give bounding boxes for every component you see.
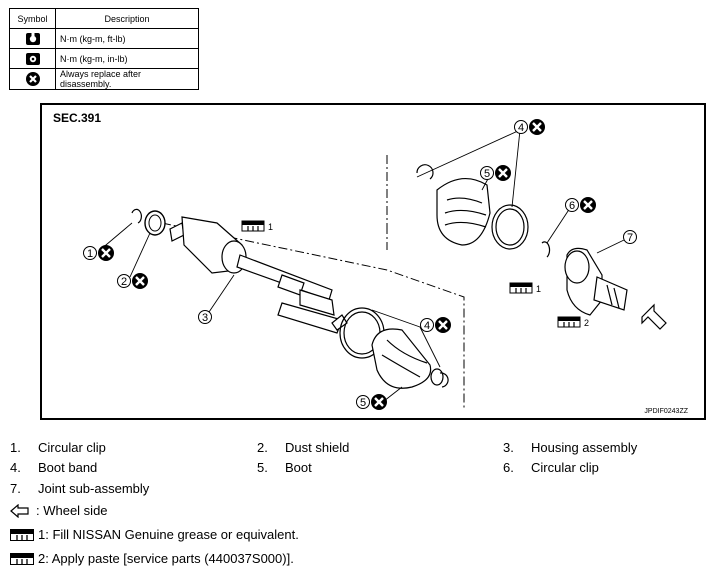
callout-5-upper: 5 bbox=[480, 163, 513, 183]
callout-4-upper: 4 bbox=[514, 117, 547, 137]
svg-text:4: 4 bbox=[424, 320, 430, 332]
legend-note-paste: 2: Apply paste [service parts (440037S00… bbox=[10, 551, 294, 566]
svg-text:1: 1 bbox=[87, 248, 93, 260]
svg-text:3: 3 bbox=[202, 312, 208, 324]
legend-wheel-side: : Wheel side bbox=[10, 503, 108, 518]
part-circular-clip-6 bbox=[541, 241, 551, 258]
paste-apply-icon bbox=[10, 552, 34, 565]
callout-2: 2 bbox=[117, 271, 150, 291]
svg-text:5: 5 bbox=[484, 168, 490, 180]
legend-circular-clip: Circular clip bbox=[38, 440, 106, 455]
part-boot-upper bbox=[416, 164, 529, 250]
symbol-desc-2: N·m (kg-m, in-lb) bbox=[55, 48, 199, 69]
symbol-desc-1: N·m (kg-m, ft-lb) bbox=[55, 28, 199, 49]
leader-lines bbox=[99, 129, 625, 402]
callout-6: 6 bbox=[565, 195, 598, 215]
legend-boot: Boot bbox=[285, 460, 312, 475]
callout-3: 3 bbox=[198, 310, 212, 324]
grease-fill-icon bbox=[10, 528, 34, 541]
legend-boot-band: Boot band bbox=[38, 460, 98, 475]
svg-text:6: 6 bbox=[569, 200, 575, 212]
callouts: 1 2 3 4 4 bbox=[83, 117, 637, 412]
symbol-table: Symbol Description N·m (kg-m, ft-lb) N·m… bbox=[9, 8, 199, 90]
legend-dust-shield: Dust shield bbox=[285, 440, 350, 455]
grease-marker-1: 1 bbox=[241, 220, 273, 232]
legend-joint-sub-assembly: Joint sub-assembly bbox=[38, 481, 150, 496]
part-boot-lower bbox=[339, 307, 449, 389]
svg-text:2: 2 bbox=[584, 318, 589, 328]
symbol-desc-3: Always replace after disassembly. bbox=[55, 68, 199, 90]
replace-x-icon bbox=[25, 72, 40, 86]
grease-marker-2: 2 bbox=[557, 316, 589, 328]
grease-markers: 1 1 2 bbox=[241, 220, 589, 328]
diagram-frame: SEC.391 JPDIF0243ZZ bbox=[40, 103, 706, 420]
legend-note-grease: 1: Fill NISSAN Genuine grease or equival… bbox=[10, 527, 299, 542]
torque-wrench-icon bbox=[25, 32, 40, 45]
description-header: Description bbox=[55, 8, 199, 29]
part-housing-assembly bbox=[169, 216, 348, 334]
symbol-header: Symbol bbox=[9, 8, 56, 29]
svg-text:1: 1 bbox=[536, 284, 541, 294]
svg-text:5: 5 bbox=[360, 397, 366, 409]
grease-marker-1b: 1 bbox=[509, 282, 541, 294]
wheel-side-arrow-icon bbox=[641, 303, 667, 330]
figure-code: JPDIF0243ZZ bbox=[644, 408, 688, 415]
callout-5-lower: 5 bbox=[356, 392, 389, 412]
callout-1: 1 bbox=[83, 243, 116, 263]
legend-circular-clip-6: Circular clip bbox=[531, 460, 599, 475]
svg-text:4: 4 bbox=[518, 122, 524, 134]
wheel-side-legend-icon bbox=[10, 503, 29, 518]
part-circular-clip-1 bbox=[131, 208, 142, 224]
svg-text:7: 7 bbox=[627, 232, 633, 244]
svg-text:2: 2 bbox=[121, 276, 127, 288]
torque-wrench-small-icon bbox=[25, 52, 40, 65]
legend-housing-assembly: Housing assembly bbox=[531, 440, 638, 455]
explode-lines bbox=[161, 155, 465, 410]
callout-7: 7 bbox=[623, 230, 637, 244]
svg-text:1: 1 bbox=[268, 222, 273, 232]
callout-4-lower: 4 bbox=[420, 315, 453, 335]
section-label: SEC.391 bbox=[53, 111, 102, 125]
part-dust-shield bbox=[144, 210, 166, 236]
drive-shaft-exploded-diagram: 1 2 3 4 4 bbox=[83, 117, 667, 412]
part-joint-sub-assembly bbox=[564, 247, 628, 316]
